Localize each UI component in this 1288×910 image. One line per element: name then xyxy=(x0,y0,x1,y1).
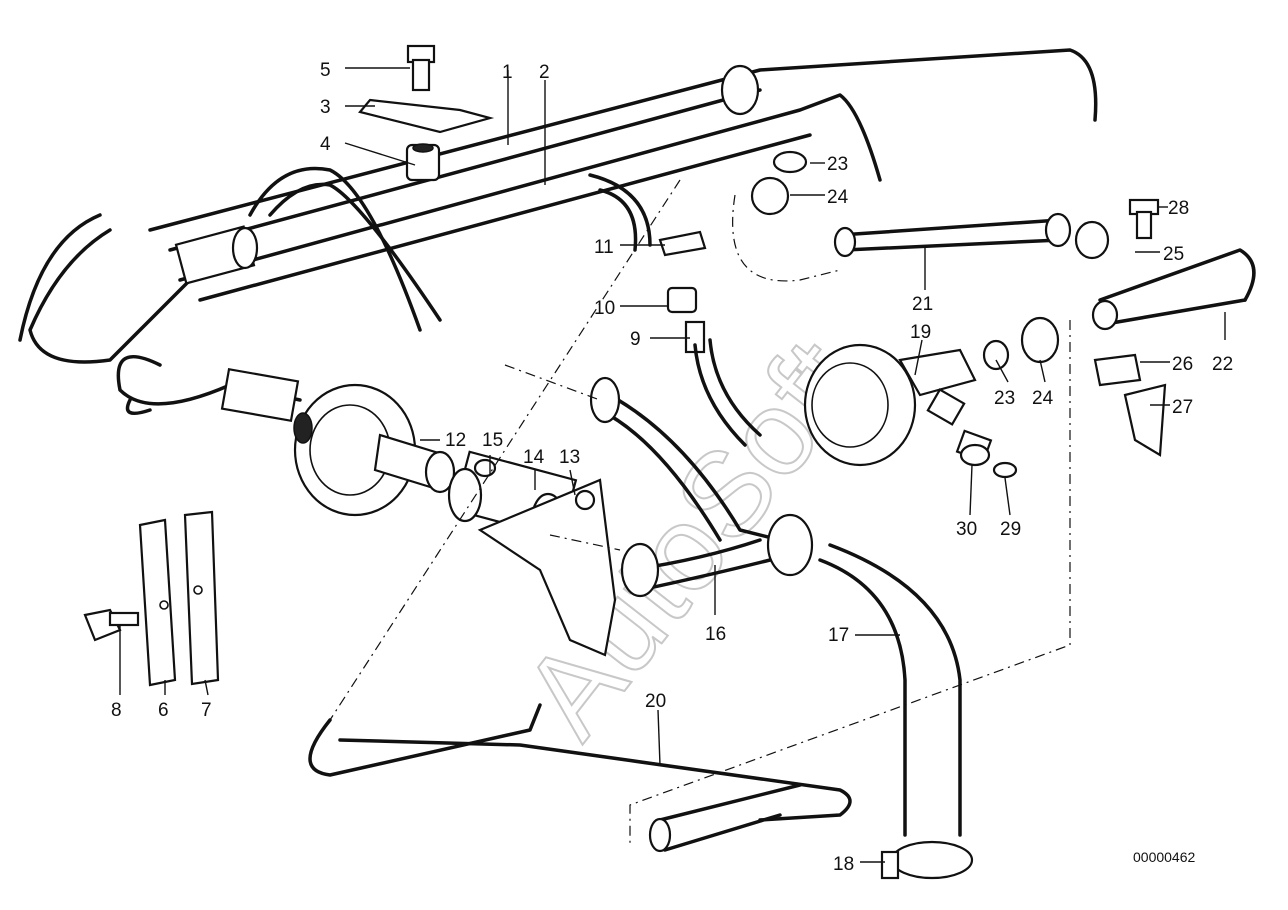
callout-23-lower: 23 xyxy=(994,388,1015,409)
callout-27: 27 xyxy=(1172,397,1193,418)
canister-left xyxy=(116,355,456,517)
callout-1: 1 xyxy=(502,62,513,83)
valve-small-parts xyxy=(658,230,762,447)
callout-14: 14 xyxy=(523,447,545,468)
assembly-lines xyxy=(329,179,1071,845)
document-number: 00000462 xyxy=(1133,849,1196,865)
callout-9: 9 xyxy=(630,329,641,350)
callout-4: 4 xyxy=(320,134,331,155)
callout-30: 30 xyxy=(956,519,977,540)
leader-lines xyxy=(119,67,1226,863)
callout-17: 17 xyxy=(828,625,849,646)
callout-13: 13 xyxy=(559,447,580,468)
y-piece-center xyxy=(447,376,814,657)
callout-28: 28 xyxy=(1168,198,1189,219)
callout-3: 3 xyxy=(320,97,331,118)
callout-labels: 1 2 3 4 5 6 7 8 9 10 11 12 13 14 15 16 1… xyxy=(111,60,1233,875)
callout-18: 18 xyxy=(833,854,854,875)
callout-20: 20 xyxy=(645,691,666,712)
canister-right xyxy=(803,343,993,467)
callout-2: 2 xyxy=(539,62,550,83)
callout-7: 7 xyxy=(201,700,212,721)
callout-12: 12 xyxy=(445,430,466,451)
callout-11: 11 xyxy=(594,237,614,258)
pipe-assembly-top xyxy=(18,48,1098,364)
hoses-lower xyxy=(308,543,974,880)
fastener-group-top xyxy=(358,44,495,182)
callout-10: 10 xyxy=(594,298,615,319)
callout-16: 16 xyxy=(705,624,726,645)
hoses-right xyxy=(750,150,1256,479)
callout-23-upper: 23 xyxy=(827,154,848,175)
callout-24-lower: 24 xyxy=(1032,388,1054,409)
callout-19: 19 xyxy=(910,322,931,343)
callout-8: 8 xyxy=(111,700,122,721)
callout-25: 25 xyxy=(1163,244,1184,265)
callout-21: 21 xyxy=(912,294,933,315)
callout-26: 26 xyxy=(1172,354,1193,375)
callout-6: 6 xyxy=(158,700,169,721)
callout-15: 15 xyxy=(482,430,503,451)
callout-29: 29 xyxy=(1000,519,1021,540)
callout-5: 5 xyxy=(320,60,331,81)
bracket-left xyxy=(83,510,220,687)
callout-22: 22 xyxy=(1212,354,1233,375)
callout-24-upper: 24 xyxy=(827,187,849,208)
